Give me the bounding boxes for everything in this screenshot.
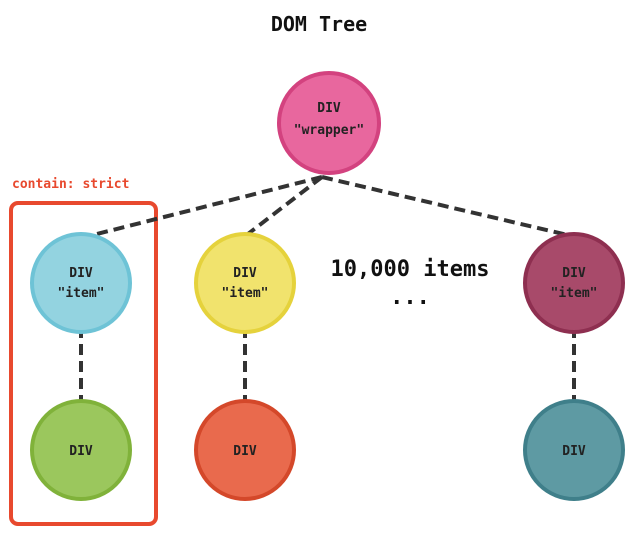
node-item-3-class: "item" [551, 286, 598, 301]
edge-wrapper-item1 [84, 175, 323, 239]
node-item-2-circle [194, 232, 296, 334]
node-child-3-circle [523, 399, 625, 501]
node-item-1-circle [30, 232, 132, 334]
node-wrapper-tag: DIV [317, 101, 341, 116]
contain-strict-box [9, 201, 158, 526]
node-item-3-circle [523, 232, 625, 334]
node-item-1-tag: DIV [69, 266, 93, 281]
node-item-3: DIV "item" [523, 232, 625, 334]
node-wrapper: DIV "wrapper" [277, 71, 381, 175]
node-item-1-class: "item" [58, 286, 105, 301]
node-child-1-circle [30, 399, 132, 501]
node-child-2: DIV [194, 399, 296, 501]
node-child-2-circle [194, 399, 296, 501]
node-item-3-tag: DIV [562, 266, 586, 281]
node-item-2-class: "item" [222, 286, 269, 301]
node-wrapper-circle [277, 71, 381, 175]
node-item-2-tag: DIV [233, 266, 257, 281]
node-child-1: DIV [30, 399, 132, 501]
node-item-2: DIV "item" [194, 232, 296, 334]
edge-wrapper-item3 [321, 175, 577, 239]
items-count-label: 10,000 items [331, 257, 490, 282]
node-child-3-tag: DIV [562, 444, 586, 459]
node-child-3: DIV [523, 399, 625, 501]
items-ellipsis: ... [390, 285, 430, 310]
node-child-1-tag: DIV [69, 444, 93, 459]
node-child-2-tag: DIV [233, 444, 257, 459]
node-wrapper-class: "wrapper" [294, 123, 364, 138]
node-item-1: DIV "item" [30, 232, 132, 334]
contain-strict-label: contain: strict [12, 177, 129, 192]
diagram-title: DOM Tree [271, 12, 367, 36]
